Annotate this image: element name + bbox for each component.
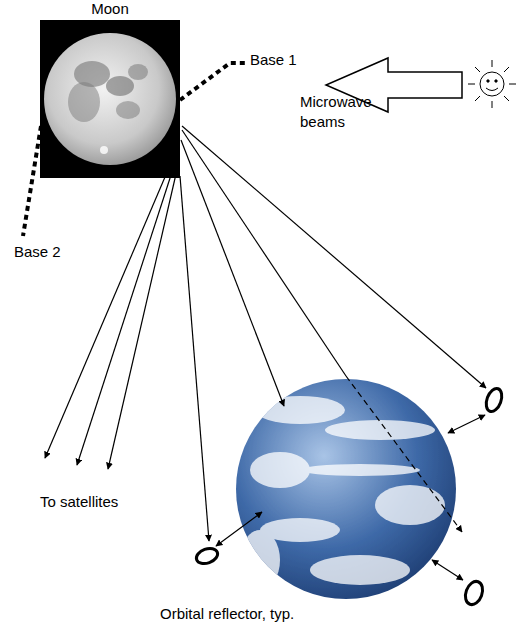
moon-node: Moon [40, 0, 180, 178]
moon-picture [40, 20, 180, 178]
microwave-beam [45, 126, 486, 541]
base-label: Base 2 [14, 242, 84, 262]
base-line [23, 63, 246, 236]
earth-picture [236, 379, 456, 599]
node-heading: Moon [40, 0, 180, 18]
sun-symbol [468, 60, 516, 108]
relay-beam [216, 415, 485, 580]
reflector-label: Orbital reflector, typ. [160, 604, 360, 624]
base-label: Base 1 [250, 50, 320, 70]
destination-label: To satellites [40, 492, 160, 512]
reflector-ring [194, 386, 504, 607]
beam-label: Microwave beams [300, 92, 396, 132]
